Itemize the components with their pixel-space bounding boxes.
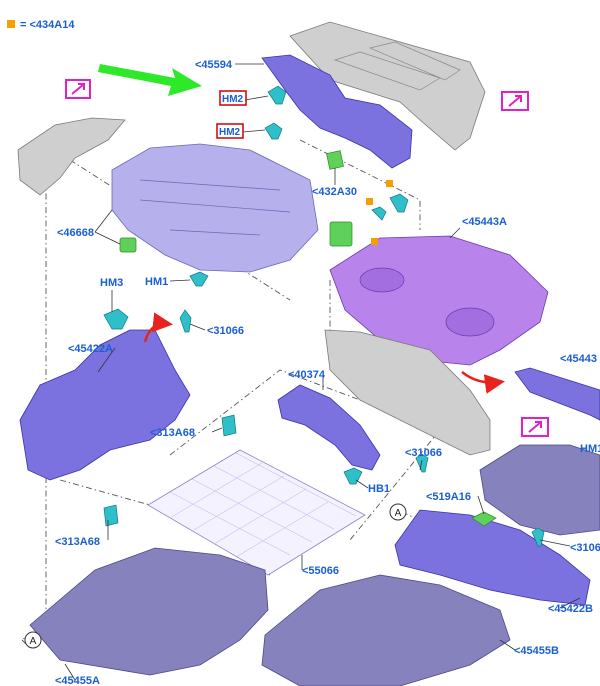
- spare-wheel-well-right: [445, 307, 495, 337]
- callout-hb1: HB1: [368, 483, 390, 495]
- callout-45443: <45443: [560, 353, 597, 365]
- fasteners: [103, 85, 545, 547]
- callout-45455A: <45455A: [55, 675, 100, 686]
- red-arrow-right: [461, 371, 505, 394]
- callout-hm1-right: HM1: [580, 443, 600, 455]
- callout-45594: <45594: [195, 59, 233, 71]
- hm2-highlight-box-2: [216, 123, 244, 139]
- view-reference-icon-left: [65, 79, 91, 99]
- callout-55066: <55066: [302, 565, 339, 577]
- callout-hm3: HM3: [100, 277, 123, 289]
- svg-text:A: A: [395, 508, 402, 519]
- leader-lines: [64, 63, 581, 681]
- callout-45455B: <45455B: [514, 645, 559, 657]
- hm2-highlight-box-1: [219, 90, 247, 106]
- red-arrow-top: [143, 312, 173, 343]
- part-45455B-floor-mat: [261, 574, 511, 686]
- callout-labels: <45594 HM2 HM2 <432A30 <46668 HM1 <45443…: [55, 59, 600, 686]
- callout-313A68-a: <313A68: [150, 427, 195, 439]
- right-slate-panel: [479, 444, 600, 536]
- circle-marker-a-left: A: [24, 631, 42, 649]
- rear-window-shelf: [289, 21, 486, 151]
- part-40374-trim: [277, 384, 381, 471]
- callout-31066-a: <31066: [207, 325, 244, 337]
- rear-body-panel: [324, 329, 491, 456]
- callout-519A16: <519A16: [426, 491, 471, 503]
- view-reference-icon-right: [521, 417, 549, 437]
- callout-hm2-1: HM2: [222, 94, 244, 105]
- view-reference-icon-top-right: [501, 91, 529, 111]
- callout-hm2-2: HM2: [219, 127, 241, 138]
- green-arrow: [98, 64, 202, 96]
- part-46668-package-tray: [111, 143, 319, 273]
- circle-marker-a-right: A: [389, 503, 407, 521]
- callout-313A68-b: <313A68: [55, 536, 100, 548]
- callout-40374: <40374: [288, 369, 326, 381]
- callout-31066-c: <3106: [570, 542, 600, 554]
- spare-wheel-well-left: [359, 267, 405, 293]
- part-45422A-left-trim: [19, 329, 191, 481]
- legend-text: = <434A14: [20, 19, 75, 31]
- part-45594-bracket: [261, 54, 413, 169]
- part-45422B-floor-trim: [394, 509, 591, 606]
- shelf-speaker-recess: [333, 41, 461, 91]
- callout-46668: <46668: [57, 227, 94, 239]
- callout-45443A: <45443A: [462, 216, 507, 228]
- callout-45422B: <45422B: [548, 603, 593, 615]
- callout-hm1: HM1: [145, 276, 168, 288]
- part-45443-trim-strip: [514, 367, 600, 421]
- callout-432A30: <432A30: [312, 186, 357, 198]
- tray-ribs: [139, 179, 291, 236]
- callout-31066-b: <31066: [405, 447, 442, 459]
- callout-45422A: <45422A: [68, 343, 113, 355]
- svg-text:A: A: [30, 636, 37, 647]
- legend-marker: [7, 20, 15, 28]
- part-45455A-floor-mat: [29, 547, 269, 676]
- upper-left-quarter-trim: [17, 117, 126, 196]
- part-55066-cargo-net: [147, 449, 366, 576]
